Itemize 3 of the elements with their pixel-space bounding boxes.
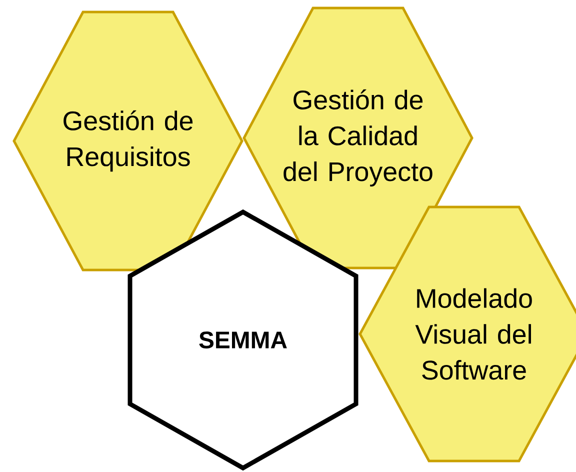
hexagon-cell: Gestión de la Calidad del Proyecto	[242, 6, 474, 270]
hexagon-cell: Modelado Visual del Software	[358, 206, 576, 462]
hexagon-cell: Gestión de Requisitos	[12, 10, 244, 272]
